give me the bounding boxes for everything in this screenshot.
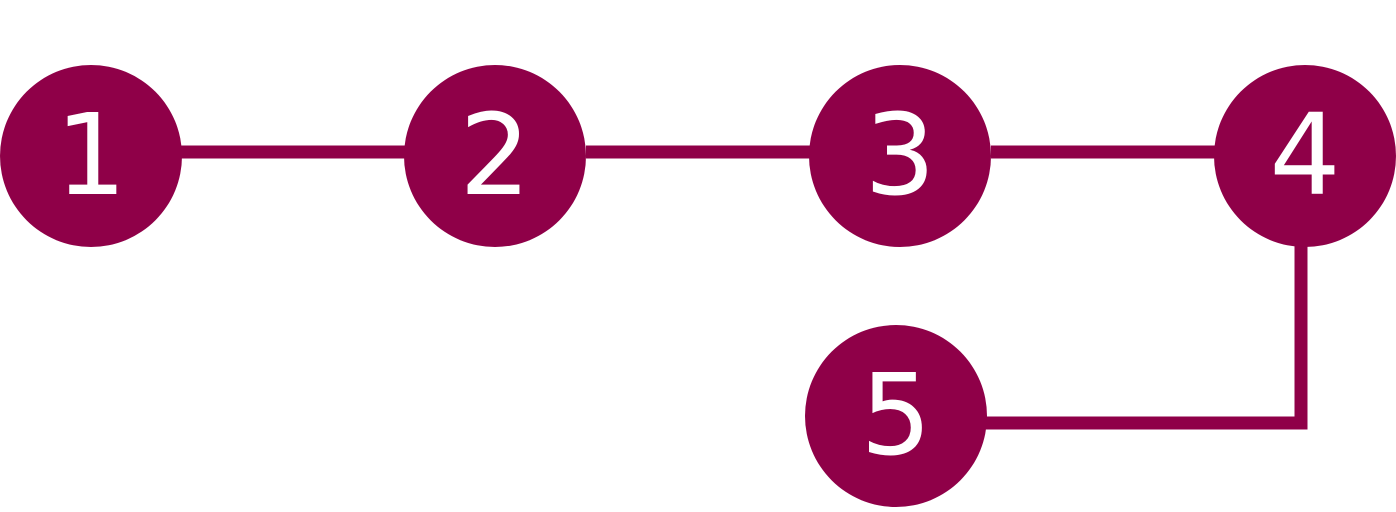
step-node-3: 3 <box>809 65 991 247</box>
step-node-4: 4 <box>1214 65 1396 247</box>
step-label-3: 3 <box>864 91 935 221</box>
step-node-5: 5 <box>805 325 987 507</box>
step-circle-4 <box>1214 65 1396 247</box>
step-label-5: 5 <box>860 351 931 481</box>
step-node-2: 2 <box>404 65 586 247</box>
step-circle-3 <box>809 65 991 247</box>
step-circle-5 <box>805 325 987 507</box>
connector-4-5 <box>980 240 1308 430</box>
step-label-2: 2 <box>459 91 530 221</box>
step-circle-1 <box>0 65 182 247</box>
step-label-1: 1 <box>55 91 126 221</box>
step-label-4: 4 <box>1269 91 1340 221</box>
step-node-1: 1 <box>0 65 182 247</box>
step-circle-2 <box>404 65 586 247</box>
